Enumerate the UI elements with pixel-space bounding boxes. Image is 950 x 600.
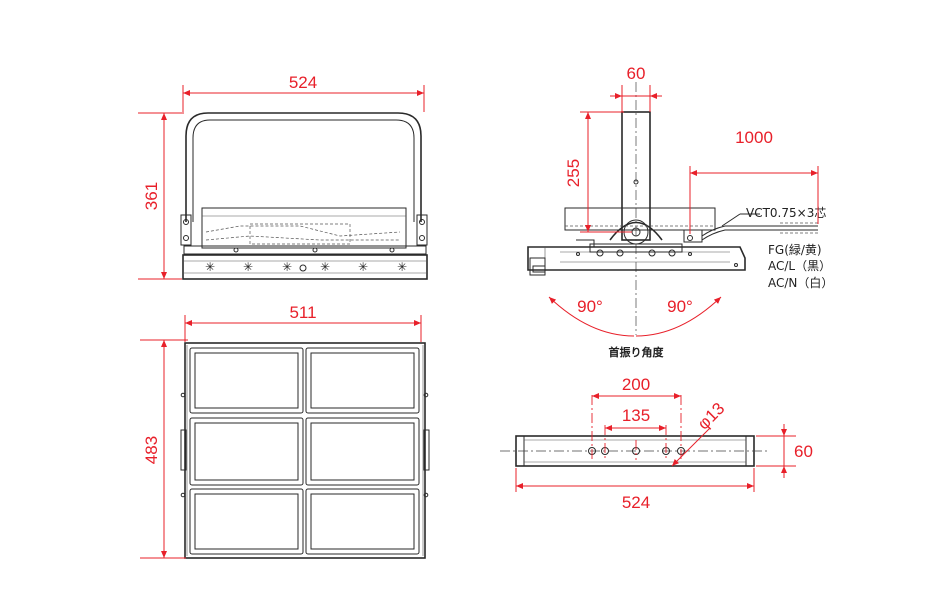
swing-left-label: 90° <box>577 297 603 316</box>
svg-text:✳: ✳ <box>205 260 215 274</box>
wire-fg-note: FG(緑/黄) <box>768 242 822 257</box>
front-width-label: 524 <box>289 73 317 92</box>
wire-acn-note: AC/N（白） <box>768 275 833 290</box>
hole-diameter-label: φ13 <box>694 399 729 434</box>
cable-length-label: 1000 <box>735 128 773 147</box>
mount-span-inner-label: 135 <box>622 406 650 425</box>
bracket-width-label: 524 <box>622 493 650 512</box>
svg-text:✳: ✳ <box>243 260 253 274</box>
cable-type-note: VCT0.75×3芯 <box>746 206 826 220</box>
pole-width-label: 60 <box>627 64 646 83</box>
side-view: VCT0.75×3芯 FG(緑/黄) AC/L（黒） AC/N（白） 60 25… <box>527 64 833 359</box>
svg-text:✳: ✳ <box>282 260 292 274</box>
svg-text:✳: ✳ <box>397 260 407 274</box>
swing-right-label: 90° <box>667 297 693 316</box>
mount-span-outer-label: 200 <box>622 375 650 394</box>
bracket-depth-label: 60 <box>794 442 813 461</box>
wire-acl-note: AC/L（黒） <box>768 259 831 273</box>
front-view: ✳ ✳ ✳ ✳ ✳ ✳ 524 361 <box>138 73 428 280</box>
bottom-height-label: 483 <box>142 436 161 464</box>
swing-angle-label: 首振り角度 <box>609 345 665 359</box>
svg-text:✳: ✳ <box>320 260 330 274</box>
bottom-view: 511 483 <box>140 303 430 559</box>
bottom-width-label: 511 <box>289 303 316 322</box>
bracket-view: 200 135 φ13 60 524 <box>500 375 813 512</box>
front-height-label: 361 <box>142 182 161 210</box>
svg-text:✳: ✳ <box>358 260 368 274</box>
pole-height-label: 255 <box>564 159 583 187</box>
